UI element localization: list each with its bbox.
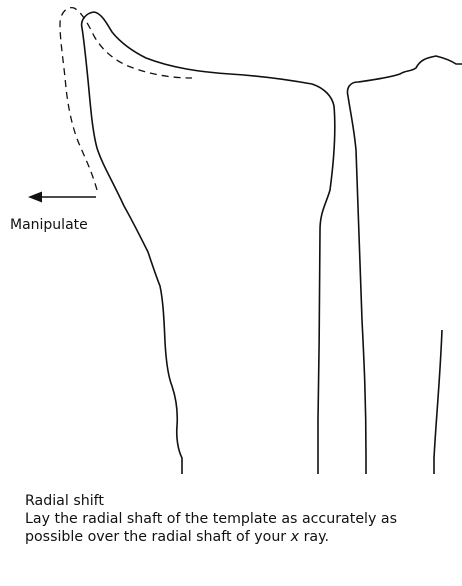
template-dashed-outline [60, 8, 192, 190]
caption-body: Lay the radial shaft of the template as … [25, 510, 455, 546]
caption-italic-x: x [291, 529, 299, 545]
wrist-template-svg: Manipulate [0, 0, 462, 480]
caption-body-text: Lay the radial shaft of the template as … [25, 511, 397, 545]
caption-title: Radial shift [25, 492, 455, 510]
manipulate-arrow-head [28, 192, 42, 203]
ulna-outline [347, 56, 462, 474]
ulna-shaft-edge [434, 330, 442, 474]
caption-body-end: ray. [299, 529, 329, 545]
manipulate-label: Manipulate [10, 217, 88, 233]
radius-outline [82, 12, 335, 474]
figure-caption: Radial shift Lay the radial shaft of the… [25, 492, 455, 546]
wrist-template-diagram: Manipulate [0, 0, 462, 480]
